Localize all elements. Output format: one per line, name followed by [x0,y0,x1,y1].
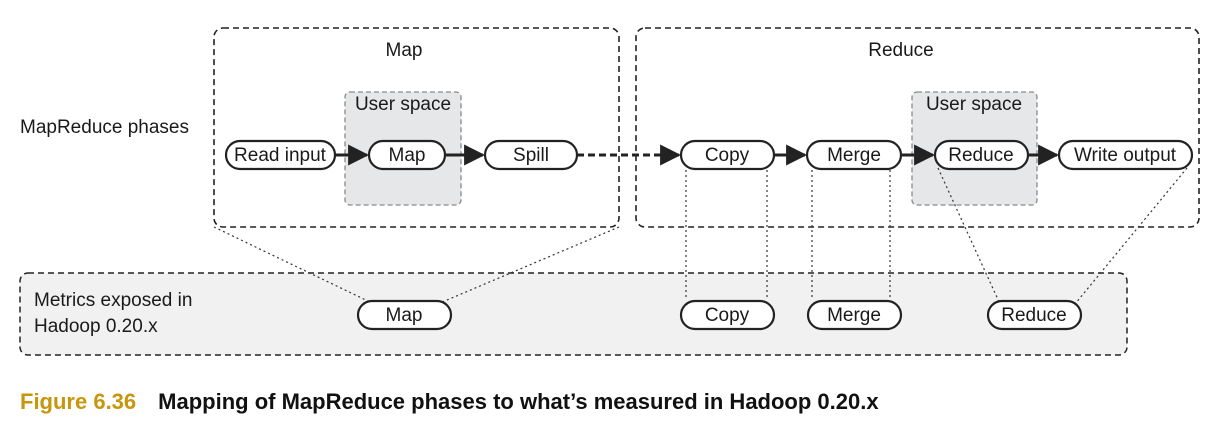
reduce-group-title: Reduce [868,40,934,61]
mapping-lines [213,167,1188,305]
phase-node-read-input: Read input [224,139,337,171]
map-group-title: Map [386,40,423,61]
metric-node-map-label: Map [386,305,423,326]
phase-node-read-input-label: Read input [234,145,327,166]
metric-node-copy-label: Copy [705,305,750,326]
phase-node-copy-label: Copy [705,145,750,166]
metric-node-merge: Merge [806,299,903,331]
phase-node-reduce: Reduce [933,139,1030,171]
phase-node-spill: Spill [483,139,579,171]
phase-node-map: Map [367,139,447,171]
user-space-map-label: User space [355,94,451,115]
metric-node-merge-label: Merge [827,305,881,326]
phase-node-copy: Copy [679,139,776,171]
reduce-group-box [635,27,1200,228]
phase-node-write-output-label: Write output [1074,145,1177,166]
user-space-reduce-label: User space [926,94,1022,115]
phase-node-merge-label: Merge [827,145,881,166]
figure-caption: Figure 6.36 Mapping of MapReduce phases t… [20,389,1200,415]
metrics-label-line1: Metrics exposed in [34,290,192,311]
metric-node-map: Map [356,299,453,331]
phase-node-map-label: Map [389,145,426,166]
metrics-label-line2: Hadoop 0.20.x [34,316,158,337]
phase-node-merge: Merge [805,139,903,171]
phase-node-spill-label: Spill [513,145,549,166]
map-group-box [213,27,620,228]
phase-node-reduce-label: Reduce [948,145,1014,166]
figure-caption-text: Mapping of MapReduce phases to what’s me… [158,389,879,414]
metrics-box [19,272,1128,356]
phase-node-write-output: Write output [1057,139,1194,171]
metric-node-copy: Copy [679,299,776,331]
phases-label: MapReduce phases [20,117,189,138]
metric-node-reduce: Reduce [986,299,1083,331]
metric-node-reduce-label: Reduce [1001,305,1067,326]
figure-number: Figure 6.36 [20,389,137,414]
